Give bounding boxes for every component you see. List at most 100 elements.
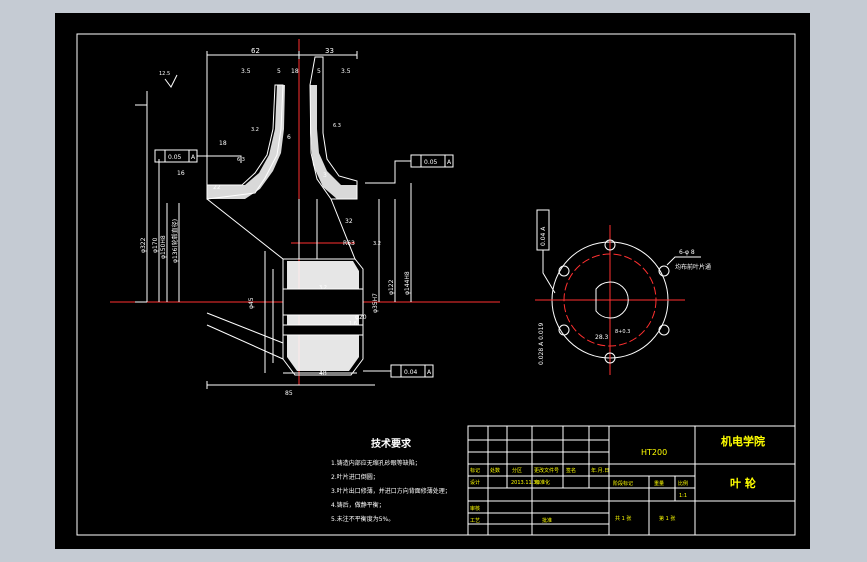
tech-item-3: 3.叶片出口修薄，并进口方向背面修薄处理；: [331, 487, 451, 495]
bolt-holes: [558, 239, 670, 364]
tolerance-bottom: 0.04 A: [363, 364, 434, 378]
left-dims: [158, 159, 180, 302]
dim-phi150: φ150H8: [160, 235, 167, 259]
hub-hatch-top: [287, 261, 359, 289]
tech-item-1: 1.铸造内部应无缩孔砂眼等缺陷；: [331, 459, 421, 467]
keyway-depth: 8+0.3: [615, 329, 630, 335]
end-view: 6-φ 8 均布前叶片通 28.3 8+0.3 0.04 A 0.028 A 0…: [535, 209, 711, 375]
tech-item-5: 5.未注不平衡度为5%。: [331, 515, 394, 523]
dim-phi20: φ20: [355, 314, 367, 321]
dim-phi45: φ45: [248, 297, 255, 309]
tolerance-bottom-value: 0.04: [404, 369, 418, 376]
dim-6: 6: [287, 134, 291, 141]
tb-process: 工艺: [470, 518, 480, 524]
dim-phi122: φ122: [388, 279, 395, 295]
side-tolerance-text: 0.028 A 0.019: [538, 323, 545, 365]
tech-item-2: 2.叶片进口倒圆；: [331, 473, 379, 481]
bottom-dims: [206, 372, 375, 389]
dim-22: 22: [213, 184, 221, 191]
dim-5a: 5: [277, 68, 281, 75]
tb-review: 审核: [470, 505, 480, 512]
dim-18b: 18: [219, 140, 227, 147]
tb-label-zone: 分区: [512, 467, 522, 474]
hub-web: [298, 198, 356, 260]
tolerance-left-value: 0.05: [168, 154, 182, 161]
tb-label-change: 更改文件号: [534, 467, 559, 474]
front-shroud: [206, 57, 284, 200]
tb-sheets-total: 共 1 张: [615, 515, 631, 522]
dim-32: 32: [345, 218, 353, 225]
dim-18a: 18: [291, 68, 299, 75]
tolerance-left: 0.05 A: [154, 149, 242, 163]
keyway-width: 28.3: [595, 334, 609, 341]
shaft-bore: [282, 288, 364, 316]
dim-phi35: φ35H7: [372, 293, 379, 313]
roughness-5: 3.2: [319, 285, 327, 291]
dim-r63: R63: [343, 240, 355, 247]
vertical-tolerance-leader: [542, 250, 556, 294]
dim-5b: 5: [317, 68, 321, 75]
roughness-2: 6.3: [333, 123, 341, 129]
tb-design-date: 2013.11.30: [511, 480, 540, 486]
tb-stage: 阶段标记: [613, 480, 633, 487]
tolerance-right: 0.05 A: [365, 154, 454, 184]
top-dims: [206, 51, 358, 59]
bore-keyway: [595, 281, 629, 319]
hole-leader: [666, 256, 701, 266]
drawing-border: [76, 33, 796, 536]
tb-label-count: 处数: [490, 467, 500, 474]
tolerance-left-ref: A: [191, 154, 196, 161]
tb-weight: 重量: [654, 480, 664, 487]
dim-16: 16: [177, 170, 185, 177]
back-shroud-hatch: [310, 85, 357, 199]
dim-phi136: φ136(轮毂直径): [171, 219, 179, 263]
right-dims: [378, 183, 412, 302]
title-block: HT200 机电学院 叶 轮 标记 处数 分区 更改文件号 签名 年.月.日 设…: [467, 425, 796, 536]
dim-phi322: φ322: [140, 237, 147, 253]
keyway: [282, 324, 364, 336]
dim-85: 85: [285, 390, 293, 397]
vertical-tolerance-text: 0.04 A: [540, 226, 547, 246]
tech-title: 技术要求: [371, 437, 412, 450]
roughness-4: 3.2: [373, 241, 381, 247]
dim-3-5b: 3.5: [341, 68, 351, 75]
material: HT200: [641, 448, 667, 457]
drawing-svg: 62 33 3.5 5 18 5 3.5 18 6 3 16 32 22 φ32…: [76, 33, 796, 536]
hub-dims: [264, 251, 274, 373]
tb-standard: 标准化: [535, 479, 550, 486]
dim-phi170: φ170: [152, 237, 159, 253]
roughness-1: 3.2: [251, 127, 259, 133]
dim-3: 3: [323, 172, 327, 179]
tb-scale: 比例: [678, 480, 688, 487]
hub-outline: [282, 258, 364, 376]
tb-scale-value: 1:1: [679, 493, 687, 499]
school-name: 机电学院: [721, 434, 765, 448]
tb-label-date: 年.月.日: [591, 467, 609, 474]
tb-label-mark: 标记: [470, 467, 480, 474]
roughness-icon: [164, 74, 178, 88]
holes-count: 6-φ 8: [679, 249, 695, 256]
dim-62: 62: [251, 47, 260, 55]
front-shroud-hatch: [207, 85, 285, 199]
dim-phi144: φ144H8: [404, 271, 411, 295]
roughness-top: 12.5: [159, 71, 170, 77]
section-dim-text: 62 33 3.5 5 18 5 3.5 18 6 3 16 32 22 φ32…: [140, 47, 411, 397]
tb-approve: 批准: [542, 517, 552, 524]
tolerance-right-ref: A: [447, 159, 452, 166]
tolerance-bottom-ref: A: [427, 369, 432, 376]
tb-sheet-no: 第 1 张: [659, 515, 675, 522]
dim-48: 48: [319, 370, 327, 377]
tb-label-sign: 签名: [566, 467, 576, 474]
dim-33: 33: [325, 47, 334, 55]
tolerance-right-value: 0.05: [424, 159, 438, 166]
drawing-canvas[interactable]: 62 33 3.5 5 18 5 3.5 18 6 3 16 32 22 φ32…: [55, 13, 810, 549]
dim-phi322: [135, 91, 148, 303]
holes-note: 均布前叶片通: [675, 263, 711, 271]
tb-design: 设计: [470, 479, 480, 486]
part-name: 叶 轮: [730, 476, 756, 490]
section-view: [110, 39, 500, 389]
tech-item-4: 4.铸后，做静平衡；: [331, 501, 385, 509]
inlet-lines: [206, 198, 284, 360]
tech-requirements: 技术要求 1.铸造内部应无缩孔砂眼等缺陷； 2.叶片进口倒圆； 3.叶片出口修薄…: [331, 437, 451, 523]
